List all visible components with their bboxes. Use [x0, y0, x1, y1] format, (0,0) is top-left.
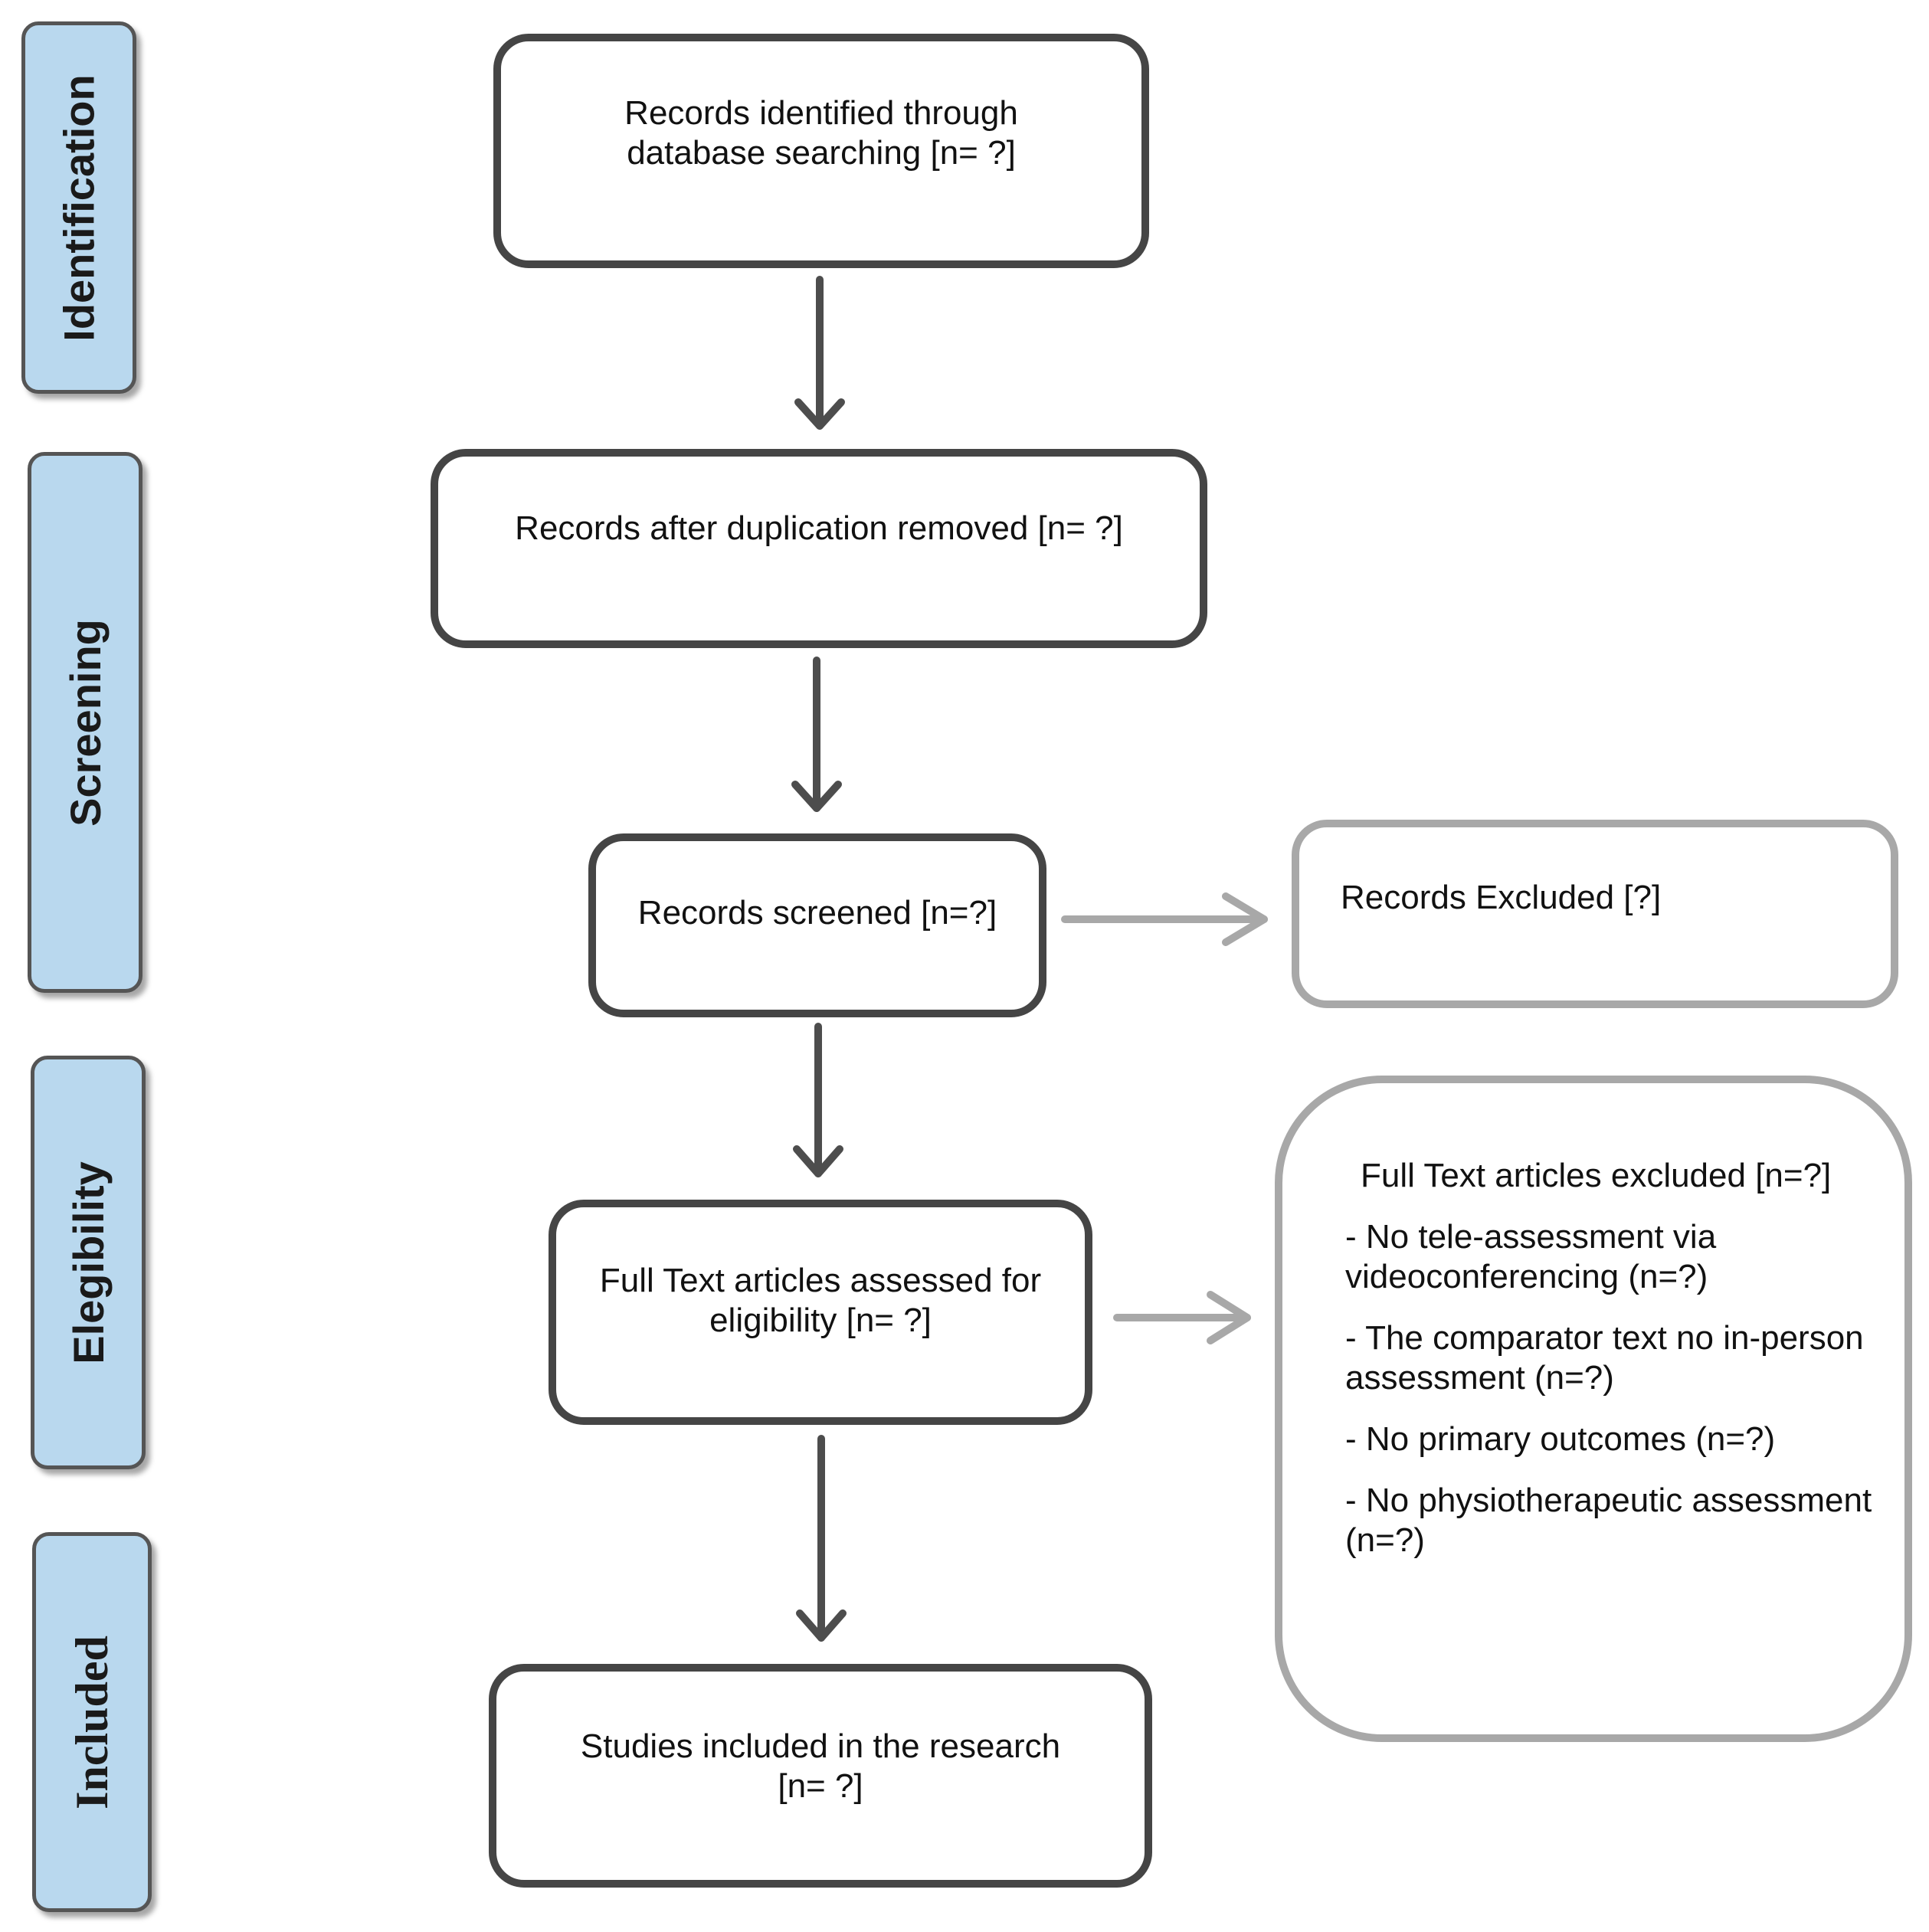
studies-included-box: Studies included in the research [n= ?] — [489, 1664, 1152, 1888]
arrowhead-fulltext-to-excluded — [1207, 1291, 1251, 1344]
arrowhead-screened-to-fulltext — [793, 1145, 843, 1177]
records-identified-box: Records identified through database sear… — [493, 34, 1149, 268]
arrowhead-identified-to-dedup — [794, 398, 845, 430]
records-excluded-box: Records Excluded [?] — [1292, 820, 1898, 1008]
fulltext-assessed-text: Full Text articles assessed for eligibil… — [599, 1262, 1042, 1339]
excluded-reason-item: - No physiotherapeutic assessment (n=?) — [1345, 1482, 1872, 1559]
records-excluded-text: Records Excluded [?] — [1341, 879, 1662, 916]
arrowhead-fulltext-to-included — [796, 1609, 847, 1642]
phase-screening: Screening — [28, 452, 142, 993]
fulltext-excluded-title: Full Text articles excluded [n=?] — [1361, 1157, 1832, 1194]
phase-elegibility: Elegibility — [31, 1056, 146, 1469]
phase-included: Included — [32, 1532, 152, 1912]
phase-identification: Identification — [21, 21, 136, 394]
excluded-reason-item: - The comparator text no in-person asses… — [1345, 1319, 1864, 1397]
arrowhead-dedup-to-screened — [791, 781, 842, 812]
records-after-dup-box: Records after duplication removed [n= ?] — [431, 449, 1207, 648]
records-screened-box: Records screened [n=?] — [588, 833, 1046, 1017]
fulltext-excluded-list: Full Text articles excluded [n=?] - No t… — [1345, 1156, 1874, 1582]
fulltext-excluded-box: Full Text articles excluded [n=?] - No t… — [1275, 1076, 1912, 1742]
records-identified-text: Records identified through database sear… — [624, 94, 1018, 172]
excluded-reason-item: - No primary outcomes (n=?) — [1345, 1420, 1776, 1458]
studies-included-text: Studies included in the research [n= ?] — [580, 1727, 1061, 1805]
excluded-reason-item: - No tele-assessment via videoconferenci… — [1345, 1218, 1717, 1295]
records-screened-text: Records screened [n=?] — [637, 894, 997, 932]
arrowhead-screened-to-excluded — [1222, 892, 1268, 946]
records-after-dup-text: Records after duplication removed [n= ?] — [515, 509, 1123, 547]
fulltext-assessed-box: Full Text articles assessed for eligibil… — [549, 1200, 1092, 1425]
